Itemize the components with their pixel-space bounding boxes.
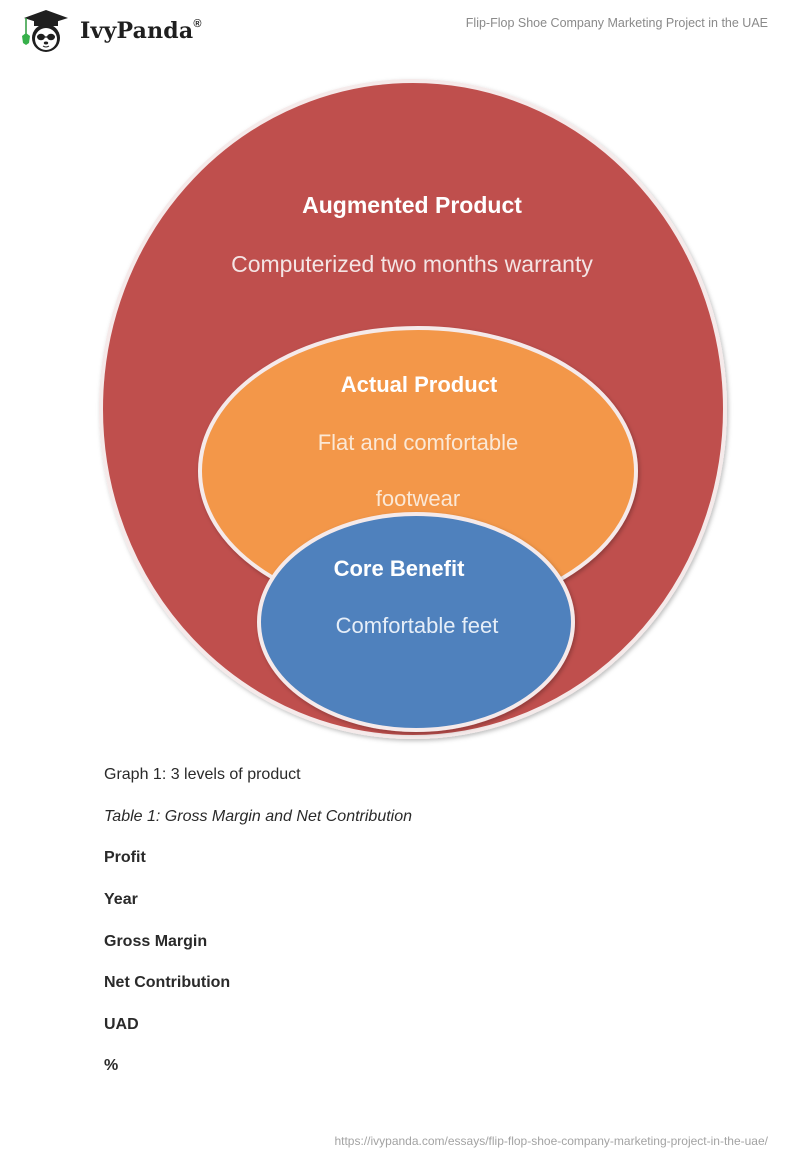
augmented-product-description: Computerized two months warranty: [231, 251, 593, 277]
actual-product-description-line2: footwear: [376, 486, 460, 511]
graph-caption: Graph 1: 3 levels of product: [104, 766, 301, 783]
table-row-label: Profit: [104, 849, 146, 866]
actual-product-title: Actual Product: [341, 372, 498, 397]
actual-product-description-line1: Flat and comfortable: [318, 430, 519, 455]
core-benefit-description: Comfortable feet: [336, 613, 499, 638]
source-url[interactable]: https://ivypanda.com/essays/flip-flop-sh…: [334, 1134, 768, 1148]
table-row-label: UAD: [104, 1016, 139, 1033]
brand-name: IvyPanda®: [80, 18, 202, 44]
table-row-label: %: [104, 1057, 119, 1074]
page-header: IvyPanda® Flip-Flop Shoe Company Marketi…: [0, 0, 800, 60]
registered-mark: ®: [193, 18, 202, 30]
table-row-label: Net Contribution: [104, 974, 231, 991]
panda-graduate-icon: [22, 10, 68, 52]
table-row-label: Year: [104, 891, 138, 908]
product-levels-diagram: Augmented Product Computerized two month…: [99, 79, 727, 739]
augmented-product-title: Augmented Product: [302, 192, 522, 218]
core-benefit-circle: [257, 512, 575, 732]
table-caption: Table 1: Gross Margin and Net Contributi…: [104, 808, 413, 825]
core-benefit-title: Core Benefit: [334, 556, 465, 581]
table-row-label: Gross Margin: [104, 933, 208, 950]
ivypanda-logo[interactable]: IvyPanda®: [16, 8, 202, 54]
brand-text: IvyPanda: [80, 18, 194, 44]
document-title: Flip-Flop Shoe Company Marketing Project…: [465, 16, 768, 30]
